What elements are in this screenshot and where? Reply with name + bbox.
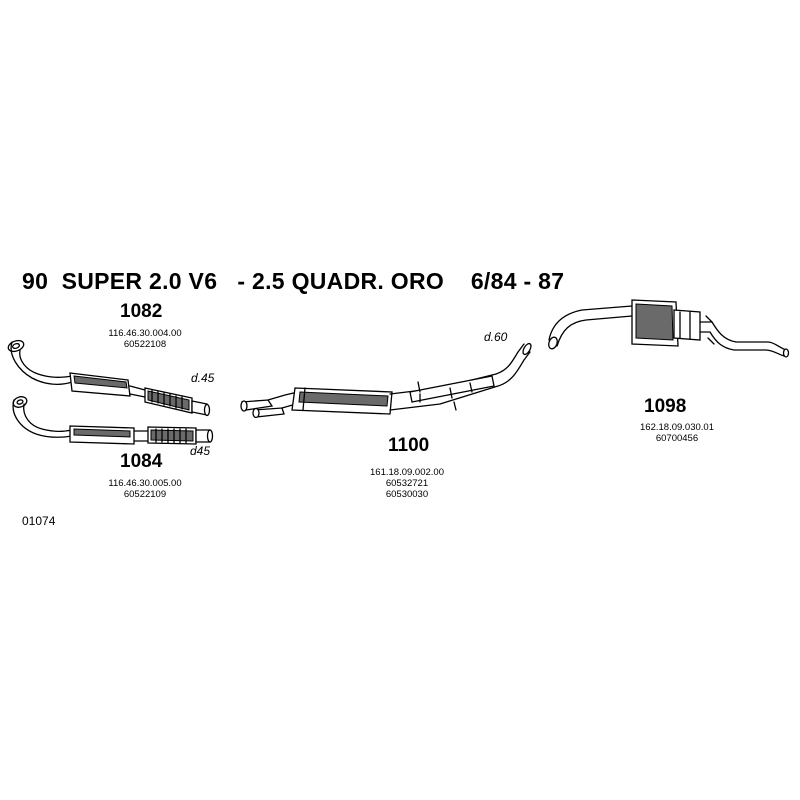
part-1082-code-1: 116.46.30.004.00 xyxy=(108,328,182,339)
part-1082-drawing xyxy=(7,339,211,417)
part-1084-drawing xyxy=(12,396,214,445)
diagram-reference-number: 01074 xyxy=(22,514,56,528)
part-1100-diameter: d.60 xyxy=(484,330,508,344)
part-1098-code-2: 60700456 xyxy=(655,433,699,444)
part-1098-drawing xyxy=(548,299,790,358)
vehicle-title: 90 SUPER 2.0 V6 - 2.5 QUADR. ORO 6/84 - … xyxy=(22,268,565,294)
part-1082-code-2: 60522108 xyxy=(123,339,167,350)
part-1082-diameter: d.45 xyxy=(191,371,215,385)
part-number-1100: 1100 xyxy=(388,435,430,456)
part-1084-code-1: 116.46.30.005.00 xyxy=(108,478,182,489)
part-1100-code-2: 60532721 xyxy=(385,478,429,489)
part-1082-codes: 116.46.30.004.00 60522108 xyxy=(100,328,190,350)
part-1100-codes: 161.18.09.002.00 60532721 60530030 xyxy=(360,467,454,500)
part-1100-drawing xyxy=(240,342,532,419)
part-1100-code-3: 60530030 xyxy=(385,489,429,500)
part-1084-code-2: 60522109 xyxy=(123,489,167,500)
part-number-1082: 1082 xyxy=(120,301,163,322)
part-1084-codes: 116.46.30.005.00 60522109 xyxy=(100,478,190,500)
part-1100-code-1: 161.18.09.002.00 xyxy=(370,467,444,478)
part-number-1084: 1084 xyxy=(120,451,163,472)
part-1084-diameter: d45 xyxy=(190,444,211,458)
part-1098-code-1: 162.18.09.030.01 xyxy=(640,422,714,433)
part-1098-codes: 162.18.09.030.01 60700456 xyxy=(630,422,724,444)
part-number-1098: 1098 xyxy=(644,396,687,417)
